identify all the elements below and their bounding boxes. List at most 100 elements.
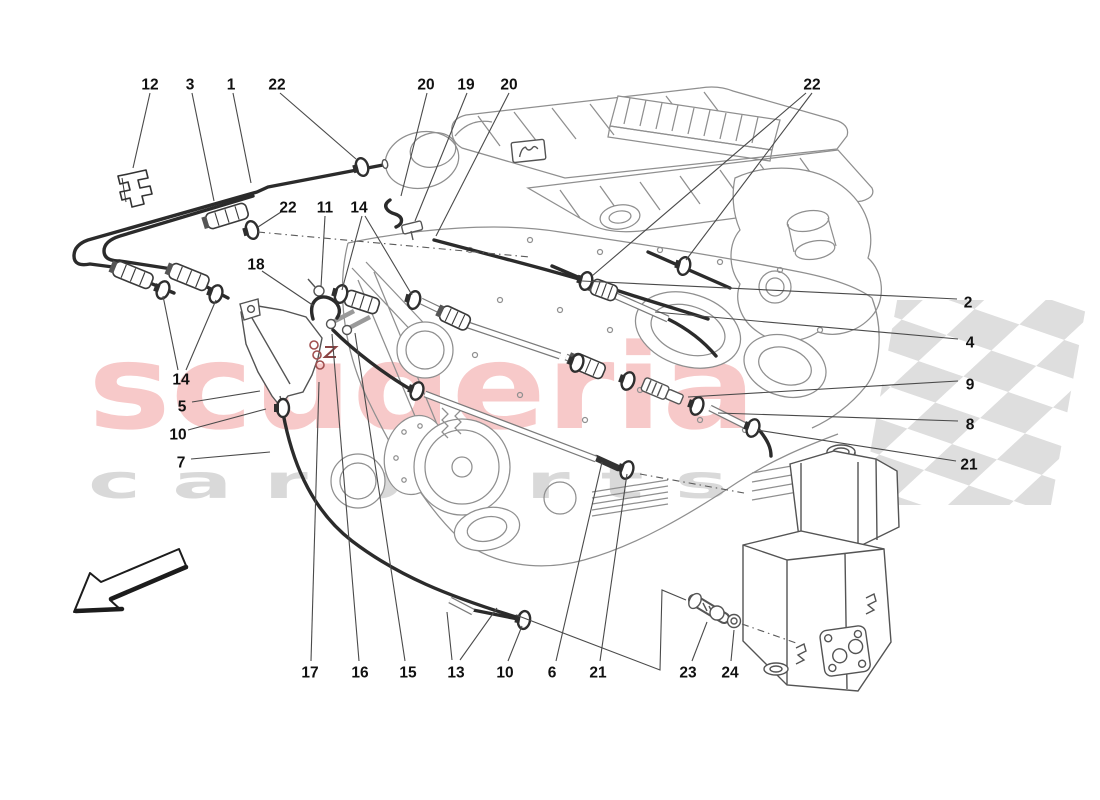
callout-label-14: 14 [350, 200, 368, 217]
hose-clamp [617, 460, 635, 480]
t-fitting-part19 [401, 220, 424, 241]
callout-label-14: 14 [172, 372, 190, 389]
assembly-dash-line [741, 623, 800, 645]
leader-line [341, 215, 363, 291]
mounting-bolts-15-16 [325, 309, 372, 336]
callout-label-9: 9 [966, 377, 975, 394]
hose-clamp [242, 219, 260, 241]
hose-clamp [687, 396, 705, 416]
leader-line [581, 280, 958, 300]
hose-clamp [567, 353, 585, 373]
leader-line [446, 611, 453, 661]
leader-line [756, 429, 957, 462]
callout-label-22: 22 [803, 77, 820, 94]
direction-arrow [73, 548, 189, 614]
assembly-dash-line [257, 231, 531, 258]
hose-clamp [407, 381, 425, 401]
callout-label-12: 12 [141, 77, 158, 94]
callout-label-5: 5 [178, 399, 187, 416]
callout-label-18: 18 [247, 257, 265, 274]
callout-label-23: 23 [679, 665, 697, 682]
union-fitting-part9 [640, 377, 684, 405]
leader-line [717, 412, 959, 422]
checkered-flag-watermark [860, 300, 1088, 505]
hose-clamp [618, 371, 636, 391]
pipe-coupling-sleeve [435, 304, 472, 331]
callout-label-1: 1 [227, 77, 236, 94]
hose-clamp [153, 280, 171, 300]
callout-label-22: 22 [268, 77, 285, 94]
oil-vapour-canister [239, 298, 339, 413]
callout-label-13: 13 [447, 665, 465, 682]
callout-label-10: 10 [496, 665, 513, 682]
callout-label-20: 20 [417, 77, 434, 94]
callout-label-17: 17 [301, 665, 318, 682]
leader-line [691, 621, 708, 662]
bracket-clip-part12 [117, 169, 153, 208]
leader-line [261, 270, 315, 307]
engine-badge [510, 138, 547, 164]
leader-line [687, 380, 959, 398]
leader-line [555, 461, 603, 662]
pipe-coupling-sleeve [108, 260, 154, 290]
leader-line [190, 451, 271, 460]
reference-lines [257, 231, 800, 671]
leader-line [354, 332, 406, 662]
callout-label-19: 19 [457, 77, 475, 94]
pipe-couplings [108, 202, 619, 380]
hose-clamp [274, 397, 291, 419]
callout-label-20: 20 [500, 77, 517, 94]
leader-line [187, 408, 267, 431]
callout-label-8: 8 [966, 417, 975, 434]
callout-label-11: 11 [317, 200, 334, 217]
leader-line [599, 473, 628, 662]
callout-label-3: 3 [186, 77, 195, 94]
assembly-dash-line [639, 473, 745, 494]
leader-line [185, 299, 217, 371]
leader-line [414, 92, 468, 222]
leader-line [232, 92, 252, 184]
assembly-connector-line [515, 589, 687, 671]
callout-label-24: 24 [721, 665, 739, 682]
hose-clamp [674, 255, 692, 277]
callout-label-16: 16 [351, 665, 369, 682]
leader-line [320, 215, 326, 288]
leader-line [685, 92, 813, 261]
leader-line [162, 295, 179, 371]
leader-line [257, 211, 282, 228]
hose-clamp [514, 609, 532, 631]
washer-part24 [726, 613, 742, 629]
leader-line [364, 215, 413, 296]
leader-line [591, 92, 807, 277]
callout-label-2: 2 [964, 295, 973, 312]
callout-label-4: 4 [966, 335, 975, 352]
leader-line [191, 390, 261, 403]
leader-line [310, 381, 320, 662]
leader-line [435, 92, 510, 237]
leader-line [132, 92, 151, 169]
oil-separator-tank [742, 444, 900, 692]
pipe-coupling-sleeve [164, 262, 210, 292]
pipe-coupling-sleeve [201, 202, 249, 230]
callout-label-22: 22 [279, 200, 296, 217]
hose-clamp [404, 289, 422, 311]
leader-line [459, 607, 498, 661]
leader-line [400, 92, 428, 197]
leader-line [279, 92, 357, 160]
hose-clamp [352, 156, 370, 178]
callout-label-21: 21 [589, 665, 607, 682]
callout-label-10: 10 [169, 427, 186, 444]
leader-line [730, 629, 735, 662]
leader-line [507, 625, 523, 662]
hose-clamp [206, 284, 224, 304]
leader-line [654, 311, 959, 340]
leader-line [331, 333, 360, 662]
callout-label-7: 7 [177, 455, 186, 472]
callout-label-6: 6 [548, 665, 557, 682]
callout-label-15: 15 [399, 665, 417, 682]
banjo-fitting-part23 [688, 592, 730, 624]
callout-label-21: 21 [960, 457, 978, 474]
